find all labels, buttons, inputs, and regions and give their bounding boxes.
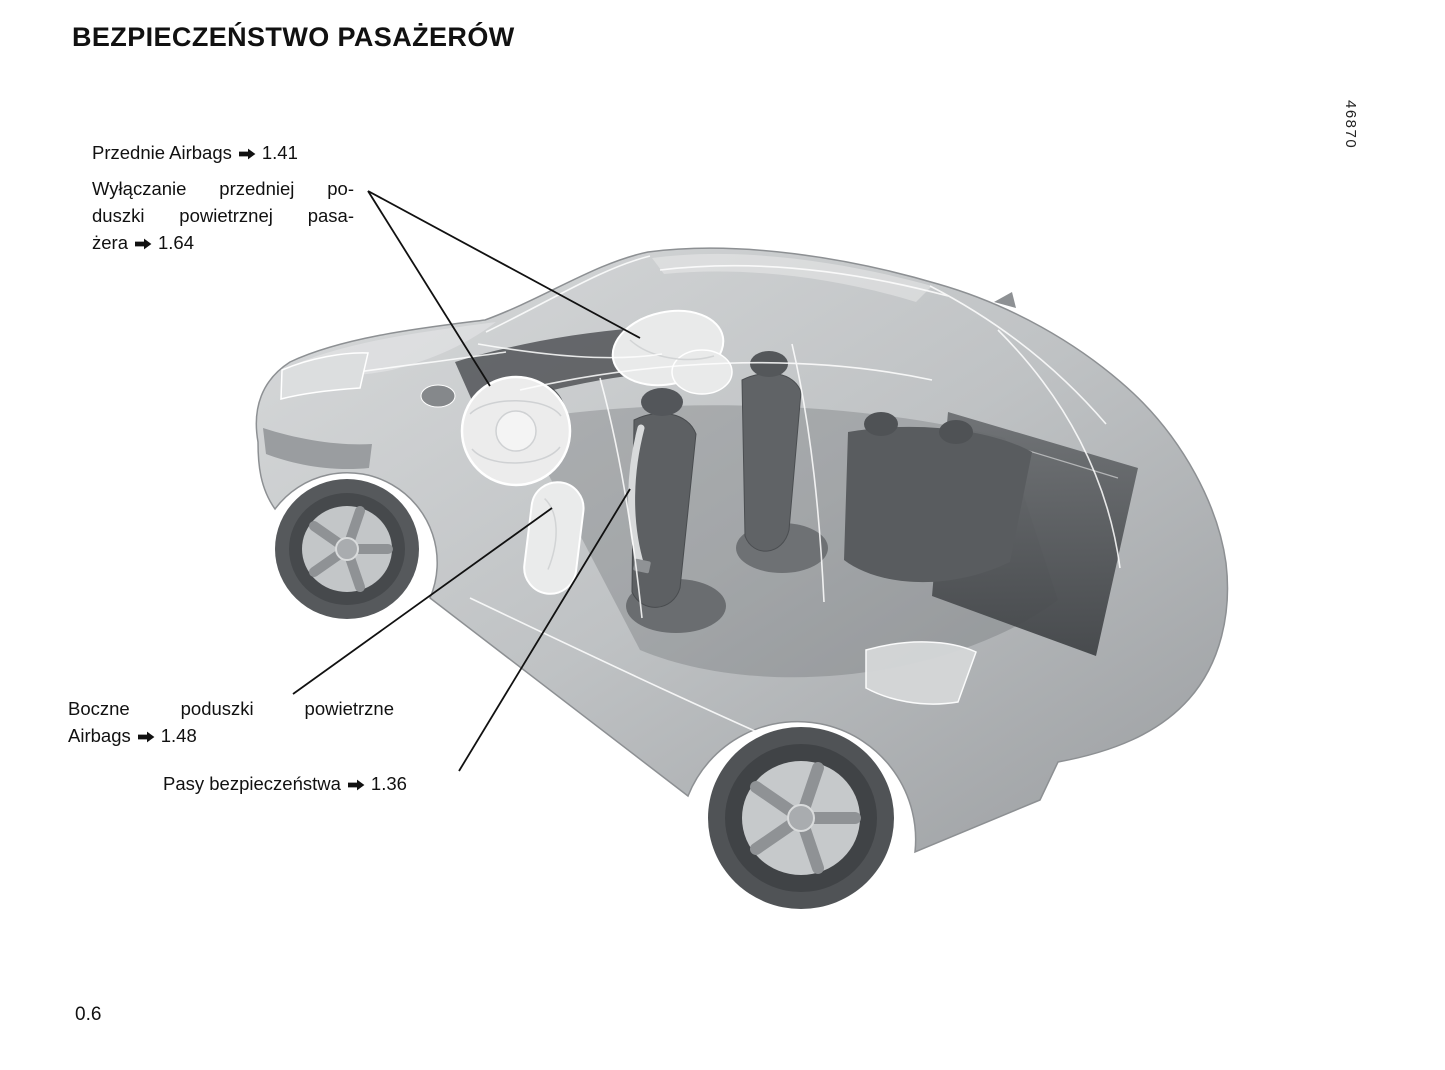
label-line: Wyłączanie przedniej po-	[92, 178, 354, 199]
seatbelt-strap	[628, 424, 645, 570]
side-airbag	[523, 481, 585, 595]
driver-headrest	[641, 388, 683, 416]
figure-number: 46870	[1342, 100, 1359, 150]
leader-line-side-airbag	[292, 507, 553, 695]
front-wheel	[275, 479, 419, 619]
page-number: 0.6	[75, 1004, 102, 1025]
wing-mirror	[420, 384, 456, 408]
label-text: Pasy bezpieczeństwa	[163, 773, 341, 794]
front-intake	[263, 428, 372, 470]
label-seatbelts: Pasy bezpieczeństwa 1.36	[163, 770, 407, 798]
leader-line-passenger-airbag	[367, 190, 641, 339]
roof-antenna	[994, 292, 1016, 308]
label-text: Przednie Airbags	[92, 142, 232, 163]
label-text: żera	[92, 232, 128, 253]
label-front-airbags: Przednie Airbags 1.41	[92, 139, 298, 167]
driver-airbag-fold	[469, 400, 562, 417]
driver-airbag-fold	[471, 446, 561, 464]
label-passenger-airbag-switch: Wyłączanie przedniej po- duszki powietrz…	[92, 175, 354, 257]
ref-number: 1.36	[370, 773, 407, 794]
rear-headrest	[864, 412, 898, 436]
rear-headrest	[939, 420, 973, 444]
seatbelt-buckle	[633, 558, 651, 574]
ref-arrow-icon	[137, 723, 155, 750]
rear-seat	[844, 426, 1032, 583]
page-title: BEZPIECZEŃSTWO PASAŻERÓW	[72, 22, 515, 52]
label-text: Airbags	[68, 725, 131, 746]
label-line: Airbags 1.48	[68, 722, 394, 750]
leader-line-driver-airbag	[367, 190, 491, 387]
headlight	[280, 352, 369, 400]
driver-airbag-center	[495, 410, 537, 452]
passenger-airbag	[611, 309, 733, 395]
rear-wheel	[708, 727, 894, 909]
ref-arrow-icon	[238, 140, 256, 167]
passenger-headrest	[750, 351, 788, 377]
rear-lamp	[865, 641, 977, 705]
leader-line-seatbelt	[458, 488, 631, 772]
label-line: żera 1.64	[92, 229, 354, 257]
body-contour-lines	[301, 255, 1121, 783]
ref-arrow-icon	[135, 230, 152, 257]
ref-number: 1.41	[261, 142, 298, 163]
ref-arrow-icon	[347, 771, 365, 798]
label-line: Boczne poduszki powietrzne	[68, 698, 394, 719]
label-line: duszki powietrznej pasa-	[92, 205, 354, 226]
ref-number: 1.48	[160, 725, 197, 746]
ref-number: 1.64	[158, 232, 195, 253]
label-side-airbags: Boczne poduszki powietrzne Airbags 1.48	[68, 695, 394, 750]
